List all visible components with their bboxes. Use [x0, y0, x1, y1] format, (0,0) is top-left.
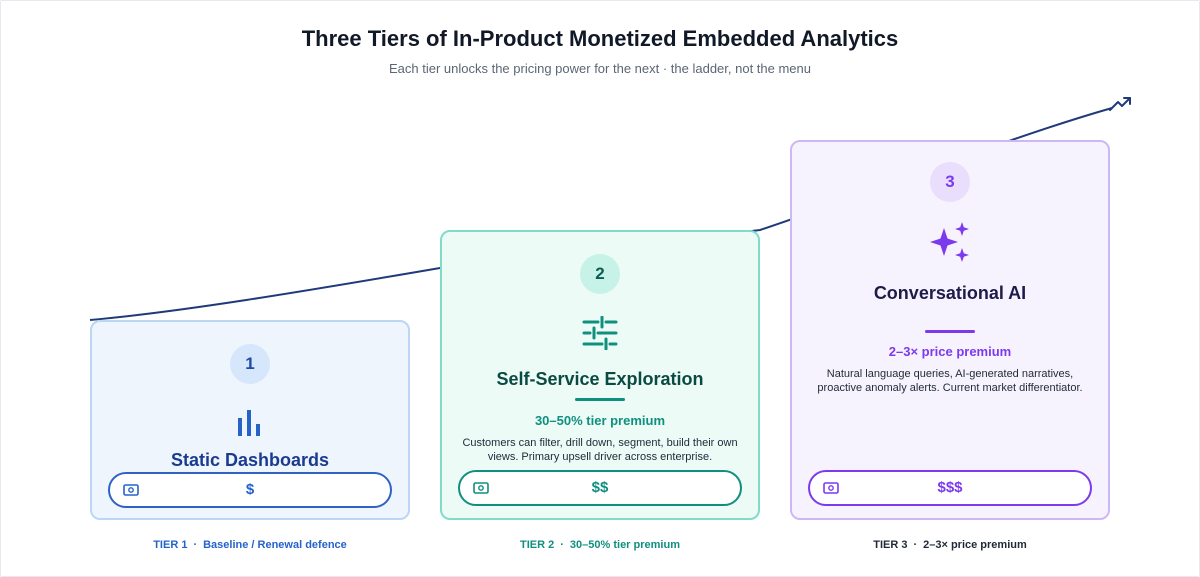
footer-separator: ·: [193, 539, 198, 551]
tier-3-footer: TIER 3 · 2–3× price premium: [790, 539, 1110, 551]
tier-3-divider: [925, 330, 975, 333]
tier-1-title: Static Dashboards: [170, 450, 330, 470]
tier-3-number-badge: 3: [930, 162, 970, 202]
banknote-icon: [823, 481, 839, 500]
tier-2-card: 2 Self-Service Exploration 30–50% tier p…: [440, 230, 760, 520]
tier-2-price: $$: [591, 479, 609, 496]
tier-1-price-pill: $: [108, 472, 392, 508]
tier-2-description: Customers can filter, drill down, segmen…: [462, 437, 738, 463]
tier-3-title: Conversational AI: [873, 283, 1027, 303]
footer-separator: ·: [913, 539, 918, 551]
tier-3-price: $$$: [937, 479, 963, 496]
diagram-subtitle: Each tier unlocks the pricing power for …: [388, 61, 812, 76]
footer-separator: ·: [560, 539, 564, 551]
tier-2-number-badge: 2: [580, 254, 620, 294]
tier-3-footer-detail: 2–3× price premium: [923, 539, 1027, 551]
tier-2-footer-label: TIER 2: [520, 539, 555, 551]
diagram-title: Three Tiers of In-Product Monetized Embe…: [301, 26, 899, 51]
tier-1-price: $: [245, 481, 255, 498]
tier-2-footer: TIER 2 · 30–50% tier premium: [440, 539, 760, 551]
tier-3-description: Natural language queries, AI-generated n…: [817, 368, 1083, 394]
tier-3-price-pill: $$$: [808, 470, 1092, 506]
tier-2-premium: 30–50% tier premium: [534, 413, 666, 428]
tier-2-footer-detail: 30–50% tier premium: [569, 539, 680, 551]
tier-3-footer-label: TIER 3: [873, 539, 908, 551]
tier-1-card: 1 Static Dashboards $: [90, 320, 410, 520]
tier-3-premium: 2–3× price premium: [888, 344, 1012, 359]
tier-1-footer: TIER 1 · Baseline / Renewal defence: [90, 539, 410, 551]
trend-arrow-icon: [1109, 97, 1131, 111]
bar-chart-icon: [236, 408, 264, 441]
tier-3-card: 3 Conversational AI 2–3× price premium N…: [790, 140, 1110, 520]
tier-1-number-badge: 1: [230, 344, 270, 384]
tier-2-price-pill: $$: [458, 470, 742, 506]
tier-2-divider: [575, 398, 625, 401]
banknote-icon: [123, 483, 139, 502]
tier-1-footer-detail: Baseline / Renewal defence: [203, 539, 347, 551]
tier-1-footer-label: TIER 1: [153, 539, 188, 551]
banknote-icon: [473, 481, 489, 500]
sparkles-icon: [928, 222, 972, 271]
tier-2-title: Self-Service Exploration: [496, 369, 704, 389]
sliders-icon: [582, 315, 618, 355]
